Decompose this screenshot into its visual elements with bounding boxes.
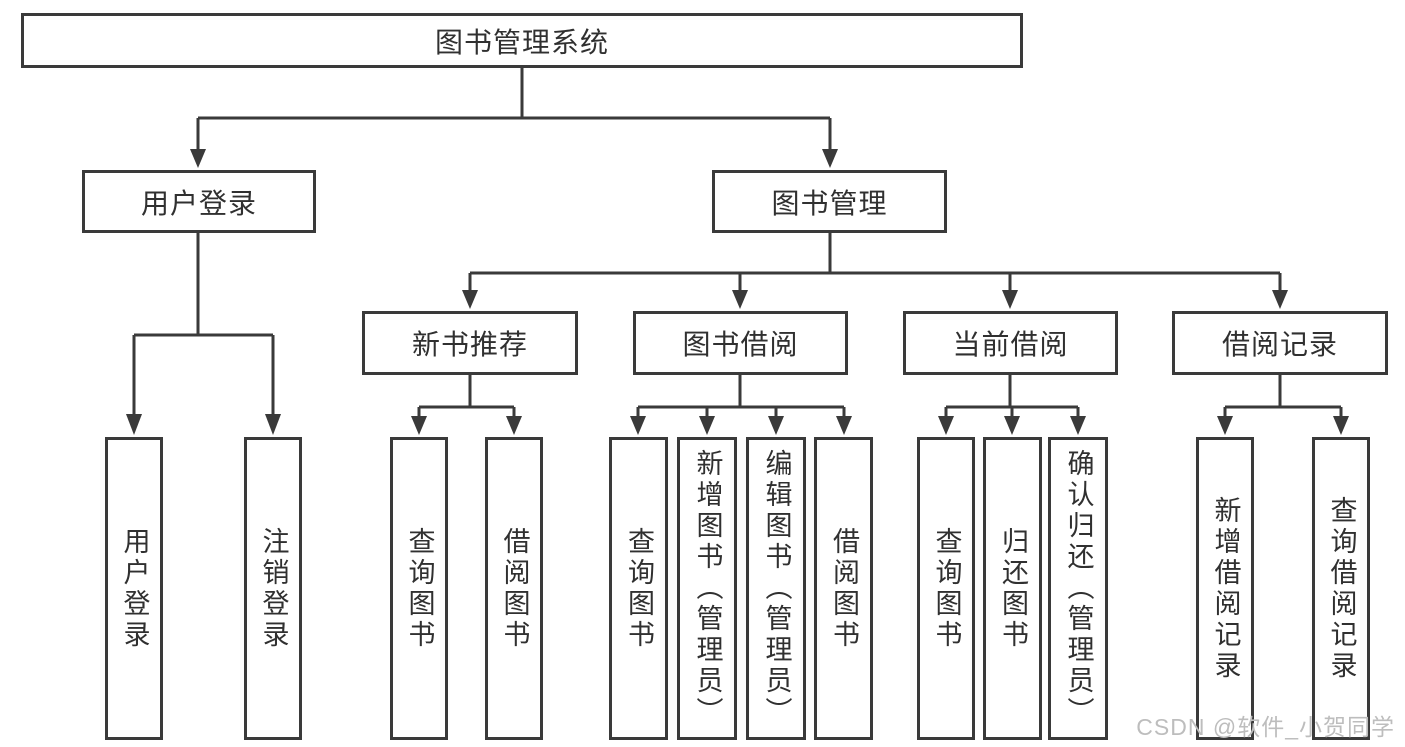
node-library-management-system: 图书管理系统 bbox=[21, 13, 1023, 68]
node-label: 借阅记录 bbox=[1221, 329, 1338, 360]
node-label: 借阅图书 bbox=[829, 526, 859, 651]
node-book-borrowing: 图书借阅 bbox=[633, 311, 848, 375]
node-user-login: 用户登录 bbox=[82, 170, 316, 233]
watermark: CSDN @软件_小贺同学 bbox=[1136, 714, 1395, 740]
leaf-query-books-recommend: 查询图书 bbox=[390, 437, 448, 740]
leaf-query-books-borrowing: 查询图书 bbox=[609, 437, 668, 740]
node-label: 确认归还（管理员） bbox=[1063, 449, 1094, 728]
leaf-return-books: 归还图书 bbox=[983, 437, 1042, 740]
leaf-borrow-books-recommend: 借阅图书 bbox=[485, 437, 543, 740]
leaf-query-borrow-record: 查询借阅记录 bbox=[1312, 437, 1370, 740]
node-label: 图书管理系统 bbox=[434, 26, 609, 58]
node-label: 当前借阅 bbox=[952, 329, 1069, 360]
leaf-add-borrow-record: 新增借阅记录 bbox=[1196, 437, 1254, 740]
leaf-confirm-return-admin: 确认归还（管理员） bbox=[1048, 437, 1108, 740]
node-label: 新增图书（管理员） bbox=[692, 449, 723, 728]
node-current-borrowing: 当前借阅 bbox=[903, 311, 1118, 375]
node-label: 图书管理 bbox=[771, 187, 888, 219]
leaf-borrow-books: 借阅图书 bbox=[814, 437, 873, 740]
node-label: 新增借阅记录 bbox=[1210, 495, 1241, 682]
node-new-book-recommendation: 新书推荐 bbox=[362, 311, 578, 375]
node-label: 查询图书 bbox=[931, 526, 962, 651]
leaf-user-login: 用户登录 bbox=[105, 437, 163, 740]
node-label: 编辑图书（管理员） bbox=[761, 449, 792, 728]
node-label: 用户登录 bbox=[119, 526, 150, 651]
node-borrowing-records: 借阅记录 bbox=[1172, 311, 1388, 375]
node-label: 新书推荐 bbox=[411, 329, 528, 360]
node-label: 归还图书 bbox=[998, 526, 1028, 651]
leaf-logout: 注销登录 bbox=[244, 437, 302, 740]
node-label: 注销登录 bbox=[258, 526, 289, 651]
node-label: 用户登录 bbox=[140, 187, 257, 219]
leaf-edit-books-admin: 编辑图书（管理员） bbox=[746, 437, 806, 740]
node-label: 查询图书 bbox=[404, 526, 435, 651]
leaf-query-books-current: 查询图书 bbox=[917, 437, 975, 740]
leaf-add-books-admin: 新增图书（管理员） bbox=[677, 437, 737, 740]
node-label: 图书借阅 bbox=[682, 329, 799, 360]
node-book-management: 图书管理 bbox=[712, 170, 947, 233]
node-label: 查询图书 bbox=[624, 526, 654, 651]
node-label: 查询借阅记录 bbox=[1326, 495, 1357, 682]
node-label: 借阅图书 bbox=[499, 526, 530, 651]
